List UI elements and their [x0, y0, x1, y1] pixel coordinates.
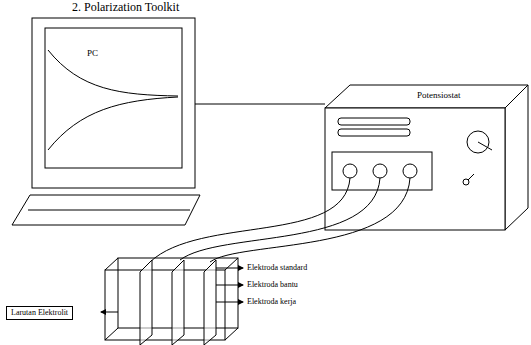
data-cable [195, 104, 325, 105]
electrode-label: Elektroda standard [247, 264, 307, 272]
monitor [12, 18, 200, 225]
electrode-label: Elektroda kerja [247, 298, 296, 306]
solution-label: Larutan Elektrolit [6, 306, 73, 320]
electrode-label: Elektroda bantu [247, 281, 298, 289]
potentiostat-box [325, 85, 528, 230]
label-arrows [101, 268, 243, 312]
computer-monitor: PC [32, 18, 195, 188]
section-heading: 2. Polarization Toolkit [72, 1, 179, 13]
potentiostat-unit: Potensiostat [325, 85, 528, 230]
electrode-wires [150, 178, 410, 262]
node-label: Potensiostat [417, 91, 461, 100]
node-label: PC [87, 49, 98, 58]
